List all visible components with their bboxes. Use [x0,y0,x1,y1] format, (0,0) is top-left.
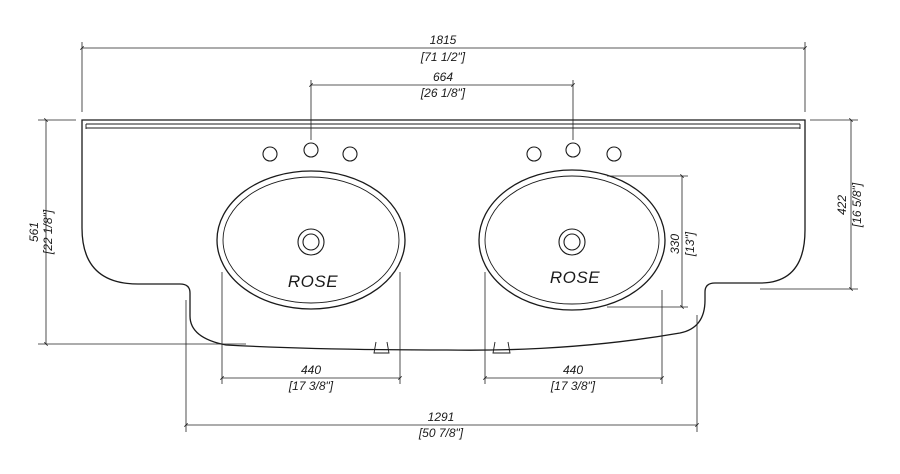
dim-left-basin-width-mm: 440 [301,363,321,377]
countertop-outline [81,119,806,351]
dim-overall-width-in: [71 1/2"] [420,50,466,64]
left-faucet-holes [262,142,358,162]
left-basin: ROSE [216,170,406,310]
dim-front-width-in: [50 7/8"] [418,426,464,440]
right-basin-label: ROSE [550,268,600,287]
left-basin-label: ROSE [288,272,338,291]
dim-front-width-mm: 1291 [428,410,455,424]
dim-overall-depth: 561 [22 1/8"] [27,118,246,346]
dim-right-basin-width: 440 [17 3/8"] [483,272,664,393]
right-faucet-holes [526,142,622,162]
dim-overall-depth-mm: 561 [27,222,41,242]
dim-faucet-spacing-in: [26 1/8"] [420,86,466,100]
dim-basin-depth: 330 [13"] [607,174,697,309]
right-basin: ROSE [478,169,666,311]
dim-basin-depth-in: [13"] [683,231,697,257]
dim-faucet-spacing-mm: 664 [433,70,453,84]
dim-right-basin-width-in: [17 3/8"] [550,379,596,393]
dim-left-basin-width: 440 [17 3/8"] [220,272,402,393]
dim-overall-depth-in: [22 1/8"] [41,209,55,255]
dim-side-depth-mm: 422 [835,195,849,215]
right-bracket [492,341,511,354]
dim-side-depth: 422 [16 5/8"] [760,118,864,291]
dim-overall-width: 1815 [71 1/2"] [80,33,807,112]
dim-faucet-spacing: 664 [26 1/8"] [309,70,575,140]
dim-left-basin-width-in: [17 3/8"] [288,379,334,393]
dim-side-depth-in: [16 5/8"] [850,182,864,228]
left-bracket [373,341,390,354]
dim-front-width: 1291 [50 7/8"] [184,300,699,440]
dim-overall-width-mm: 1815 [430,33,457,47]
dim-basin-depth-mm: 330 [668,234,682,254]
dim-right-basin-width-mm: 440 [563,363,583,377]
